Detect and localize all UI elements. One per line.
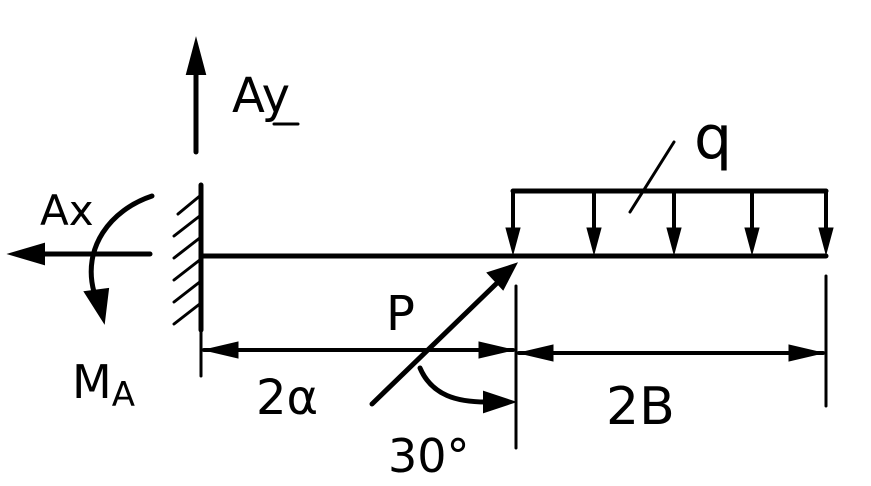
label-ay: Ay bbox=[232, 68, 290, 124]
wall-hatching bbox=[172, 193, 203, 326]
fixed-support bbox=[172, 182, 204, 333]
angle-arc bbox=[417, 365, 518, 414]
label-dim-right: 2B bbox=[606, 377, 675, 437]
label-ma: MA bbox=[72, 355, 135, 415]
label-q: q bbox=[694, 103, 732, 173]
reaction-ay-arrow bbox=[185, 36, 207, 155]
label-ma-sub: A bbox=[112, 375, 135, 415]
dimension-lines bbox=[199, 274, 828, 450]
distributed-load-q bbox=[505, 140, 834, 256]
dim-line-left bbox=[202, 341, 515, 359]
reaction-ax-arrow bbox=[6, 242, 153, 266]
force-p-arrow bbox=[369, 262, 519, 407]
dim-line-right bbox=[517, 344, 825, 362]
moment-ma-arrow bbox=[83, 193, 155, 325]
label-dim-left: 2α bbox=[256, 370, 318, 426]
q-leader-line bbox=[628, 140, 676, 214]
load-arrows bbox=[505, 189, 834, 256]
label-ma-main: M bbox=[72, 355, 112, 409]
label-p: P bbox=[386, 286, 415, 342]
label-ax: Ax bbox=[40, 186, 94, 235]
label-angle: 30° bbox=[388, 429, 470, 483]
